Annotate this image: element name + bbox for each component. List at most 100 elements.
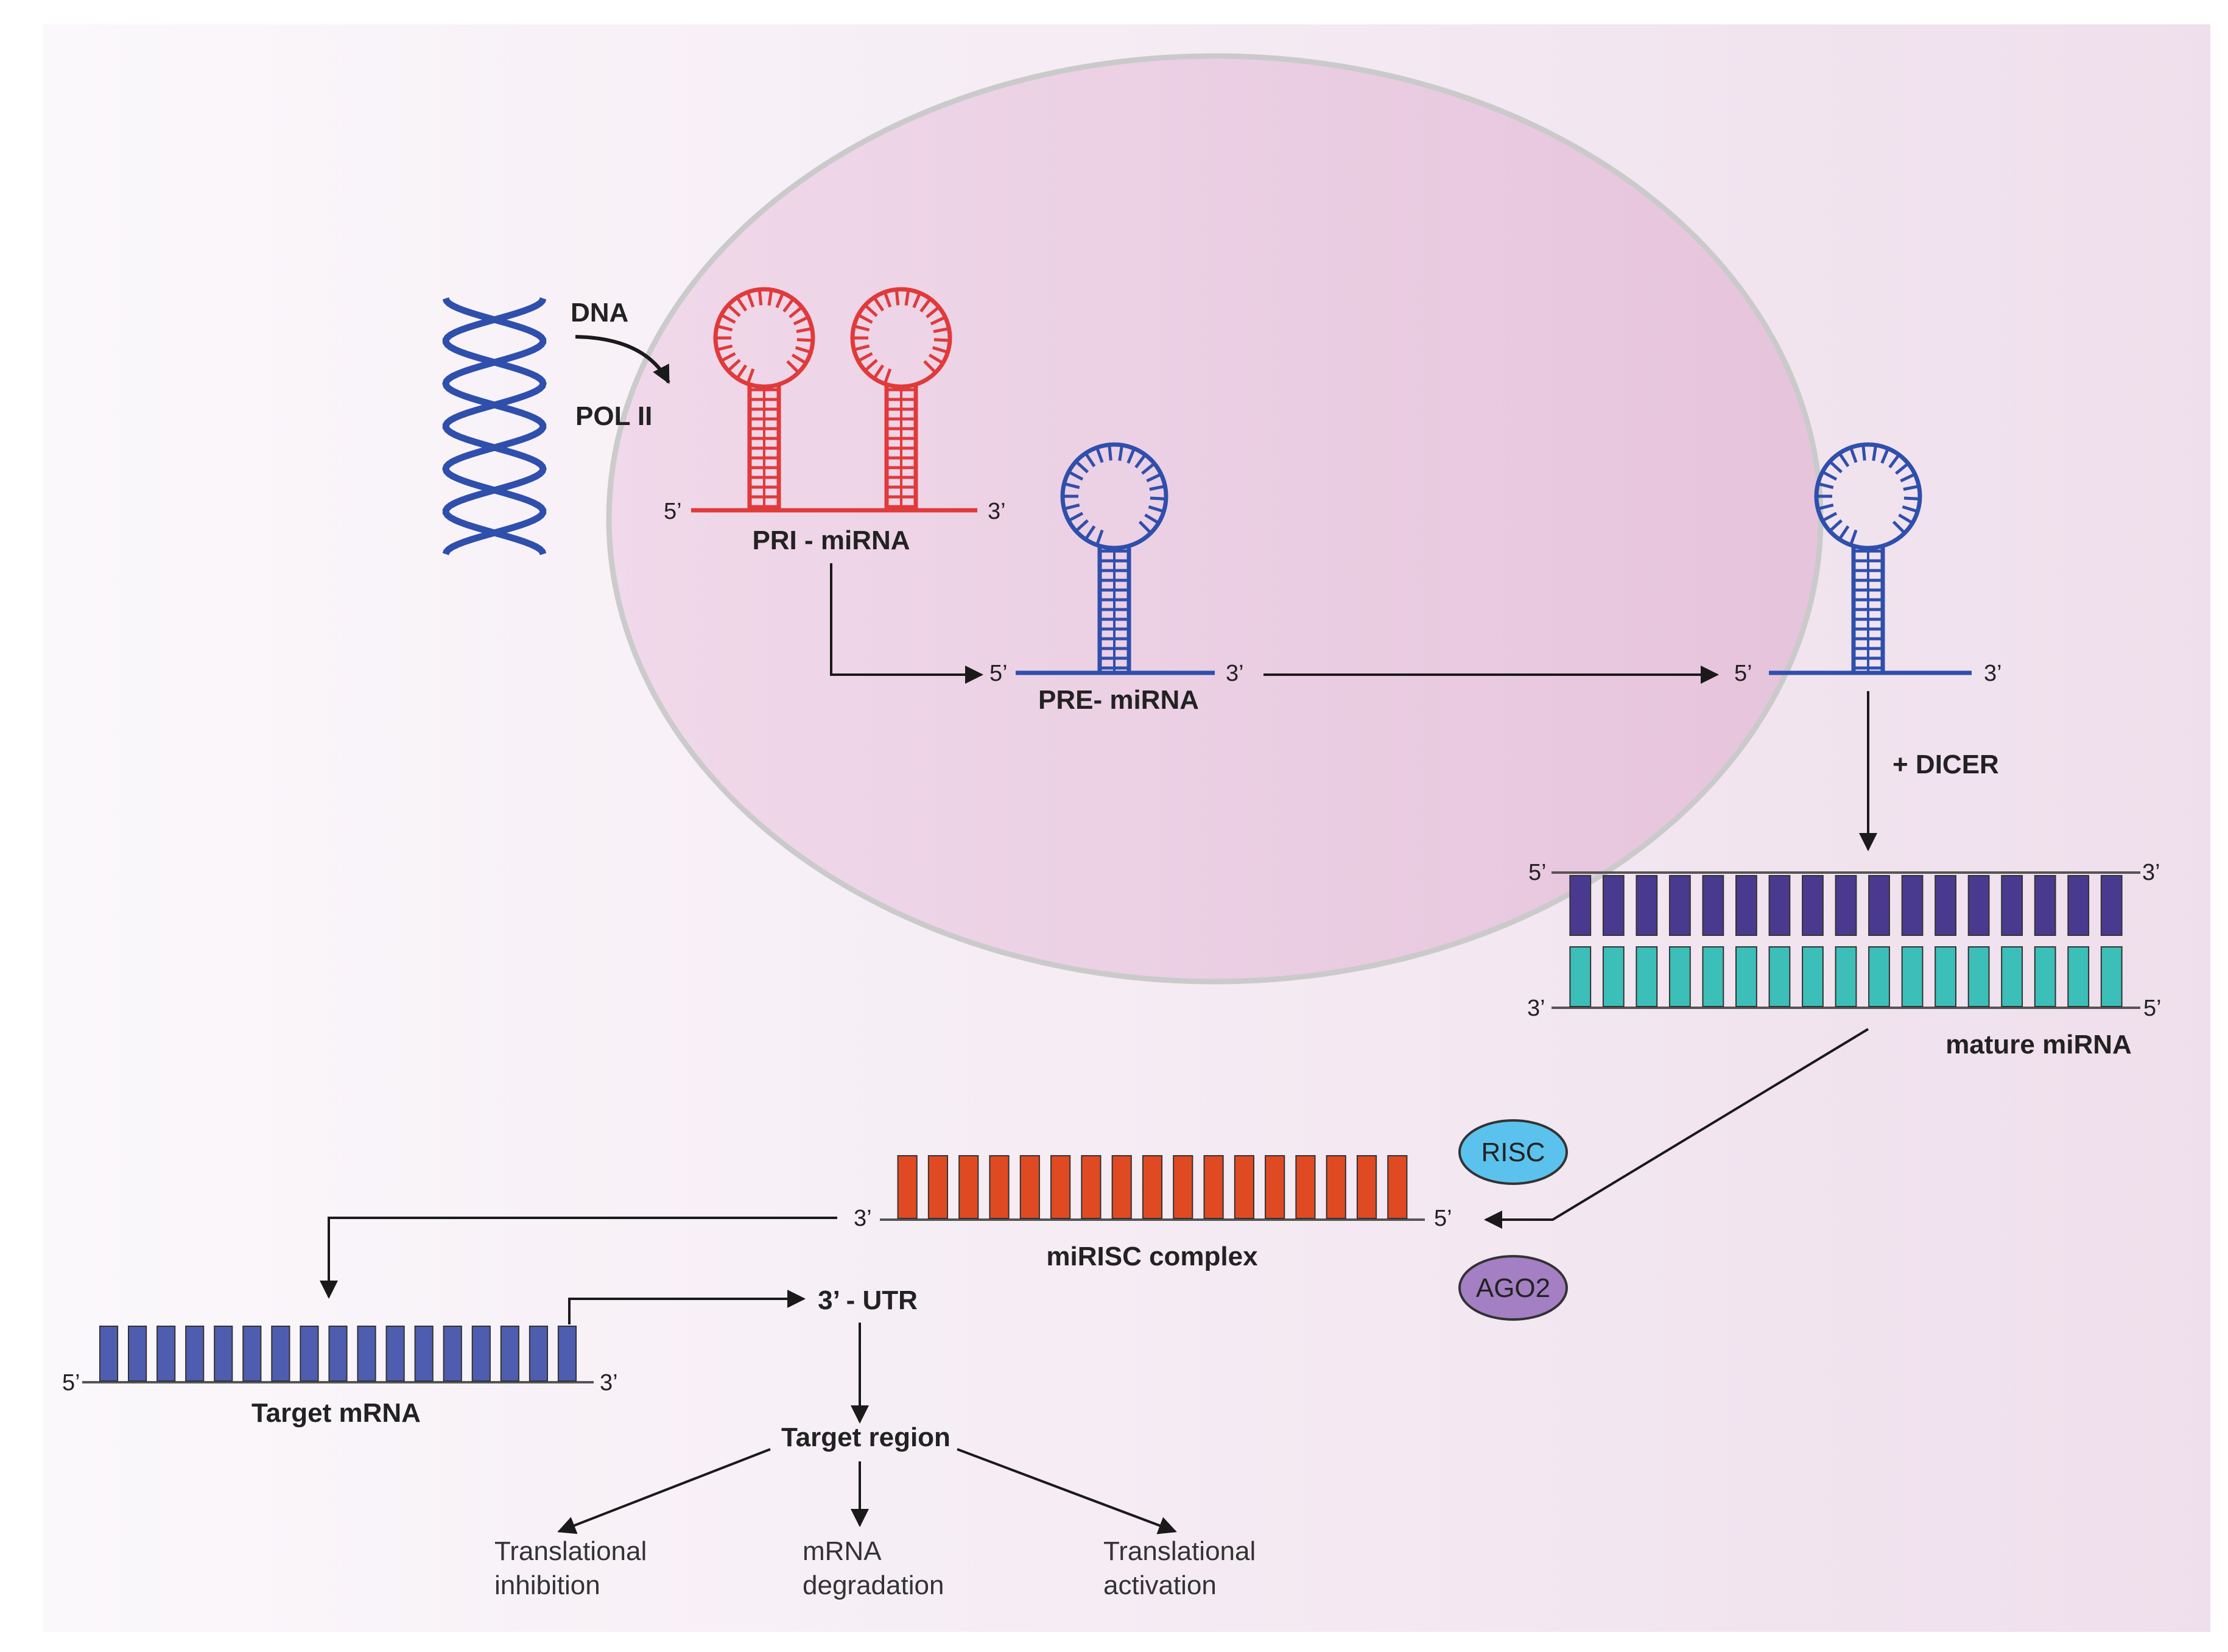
target-base	[529, 1326, 549, 1382]
loop-base	[1150, 496, 1167, 501]
mature-passenger-base	[1835, 946, 1857, 1007]
mirisc-base	[1173, 1155, 1193, 1219]
mature-guide-base	[2067, 875, 2090, 936]
mature-guide-base	[1835, 875, 1857, 936]
target-to-utr-arrow	[568, 1290, 806, 1324]
mirisc-five-prime: 5’	[1434, 1206, 1452, 1231]
loop-base	[1118, 445, 1124, 462]
loop-base	[736, 297, 748, 312]
loop-base	[746, 291, 755, 308]
mature-top-five-prime: 5’	[1528, 860, 1547, 885]
loop-base	[727, 304, 741, 317]
target-five-prime: 5’	[62, 1370, 80, 1396]
loop-base	[1838, 452, 1850, 468]
mature-guide-base	[1636, 875, 1658, 936]
mature-guide-base	[1901, 875, 1924, 936]
loop-base	[1141, 462, 1156, 475]
loop-base	[1084, 525, 1096, 541]
mature-guide-base	[1802, 875, 1824, 936]
mirisc-to-target-arrow	[320, 1217, 837, 1299]
loop-base	[1861, 445, 1866, 461]
pri-to-pre-arrow	[830, 563, 983, 684]
loop-base	[923, 360, 937, 374]
mature-passenger-base	[2034, 946, 2056, 1007]
loop-base	[1900, 473, 1916, 483]
mature-passenger-base	[1901, 946, 1924, 1007]
mirisc-base	[1234, 1155, 1254, 1219]
target-base	[185, 1326, 205, 1382]
loop-base	[1892, 521, 1906, 535]
target-base	[557, 1326, 577, 1382]
mirisc-base	[1050, 1155, 1071, 1219]
to-inhibition-arrow	[557, 1448, 771, 1534]
transcription-arrow	[575, 335, 670, 384]
mature-guide-base	[1967, 875, 1990, 936]
mature-mirna-duplex	[1552, 871, 2140, 1009]
loop-base	[1888, 454, 1900, 469]
dna-helix	[442, 297, 547, 555]
loop-base	[930, 315, 946, 326]
loop-base	[727, 359, 741, 372]
loop-base	[1895, 462, 1910, 475]
loop-base	[1849, 447, 1858, 463]
loop-base	[746, 368, 755, 385]
loop-base	[1134, 454, 1147, 469]
loop-base	[1817, 482, 1834, 490]
loop-base	[793, 315, 809, 326]
mirisc-base	[1111, 1155, 1132, 1219]
pre-mirna-nuclear	[1016, 442, 1215, 675]
target-base	[300, 1326, 319, 1382]
loop-base	[912, 292, 922, 309]
dna-strand	[442, 297, 547, 555]
loop-base	[864, 359, 878, 372]
cyt-three-prime-label: 3’	[1984, 661, 2002, 686]
target-base	[214, 1326, 233, 1382]
mirisc-base	[1387, 1155, 1408, 1219]
loop-base	[796, 327, 812, 334]
dna-label: DNA	[571, 298, 628, 328]
loop-base	[716, 344, 733, 351]
mature-passenger-base	[1602, 946, 1625, 1007]
mirisc-base	[1142, 1155, 1163, 1219]
mirisc-strand	[880, 1155, 1425, 1221]
cyt-five-prime-label: 5’	[1734, 661, 1752, 686]
loop-base	[904, 289, 910, 306]
mirisc-base	[927, 1155, 949, 1219]
dna-strand	[442, 297, 547, 555]
loop-base	[857, 314, 873, 324]
loop-base	[757, 289, 763, 306]
loop-base	[1126, 448, 1136, 464]
loop-base	[1063, 503, 1080, 511]
mature-passenger-base	[2001, 946, 2023, 1007]
loop-base	[873, 364, 885, 379]
mirisc-base	[989, 1155, 1010, 1219]
mature-guide-base	[1768, 875, 1791, 936]
loop-base	[1880, 448, 1889, 464]
loop-base	[857, 352, 873, 362]
loop-base	[786, 360, 800, 374]
mature-guide-base	[1702, 875, 1724, 936]
mature-guide-base	[1569, 875, 1592, 936]
mature-guide-base	[2034, 875, 2056, 936]
loop-base	[1898, 513, 1914, 525]
loop-base	[873, 297, 885, 312]
loop-base	[864, 304, 878, 317]
mature-passenger-base	[1935, 946, 1956, 1007]
mature-bottom-three-prime: 3’	[1527, 996, 1545, 1021]
target-mrna-label: Target mRNA	[251, 1398, 421, 1428]
target-base	[242, 1326, 262, 1382]
mirisc-base	[1019, 1155, 1040, 1219]
target-mrna-strand	[82, 1326, 594, 1383]
loop-base	[1095, 529, 1104, 546]
loop-base	[932, 346, 949, 354]
loop-base	[767, 289, 773, 306]
mature-passenger-base	[1768, 946, 1791, 1007]
target-base	[500, 1326, 519, 1382]
loop-base	[1075, 519, 1089, 532]
target-base	[385, 1326, 405, 1382]
mature-passenger-base	[1668, 946, 1691, 1007]
loop-base	[789, 306, 803, 318]
loop-base	[1903, 485, 1919, 491]
pri-three-prime-label: 3’	[988, 499, 1006, 524]
